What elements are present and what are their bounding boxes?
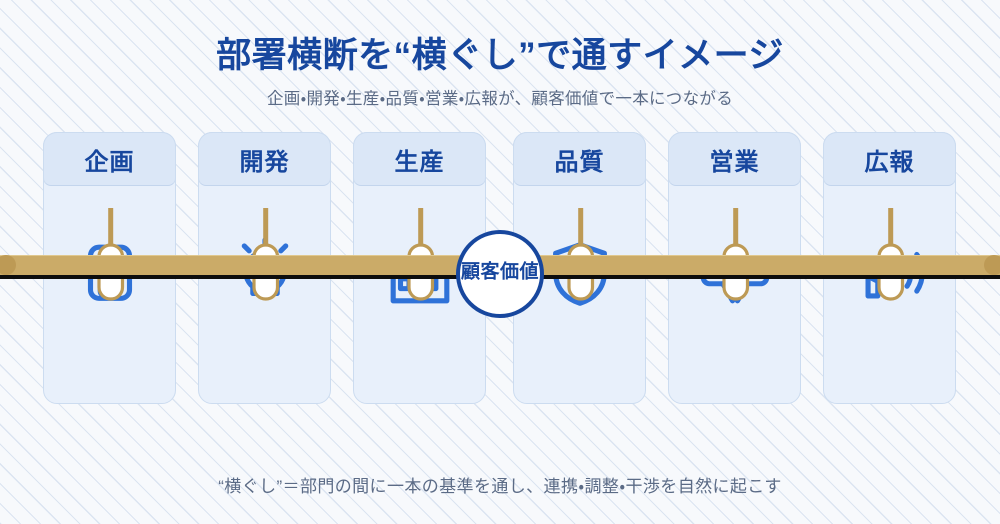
department-label: 開発 [239,148,290,176]
department-label: 品質 [554,148,605,176]
heading-block: 部署横断を“横ぐし”で通すイメージ 企画・開発・生産・品質・営業・広報が、顧客価… [0,36,1000,109]
department-card-header-企画: 企画 [43,132,176,186]
skewer-bar-left-cap [0,255,16,275]
department-label: 営業 [709,148,760,176]
department-card-header-開発: 開発 [198,132,331,186]
skewer-bar-right-cap [984,255,1000,275]
page-subtitle: 企画・開発・生産・品質・営業・広報が、顧客価値で一本につながる [266,90,734,109]
customer-value-label: 顧客価値 [460,261,540,283]
department-card-header-生産: 生産 [353,132,486,186]
department-card-header-品質: 品質 [513,132,646,186]
page-title: 部署横断を“横ぐし”で通すイメージ [216,36,784,75]
department-label: 生産 [394,148,445,176]
department-label: 企画 [84,148,135,176]
footer-caption: “横ぐし”＝部門の間に一本の基準を通し、連携・調整・干渉を自然に起こす [218,477,782,496]
department-card-header-広報: 広報 [823,132,956,186]
department-card-header-営業: 営業 [668,132,801,186]
customer-value-circle [456,230,544,318]
department-label: 広報 [864,148,915,176]
